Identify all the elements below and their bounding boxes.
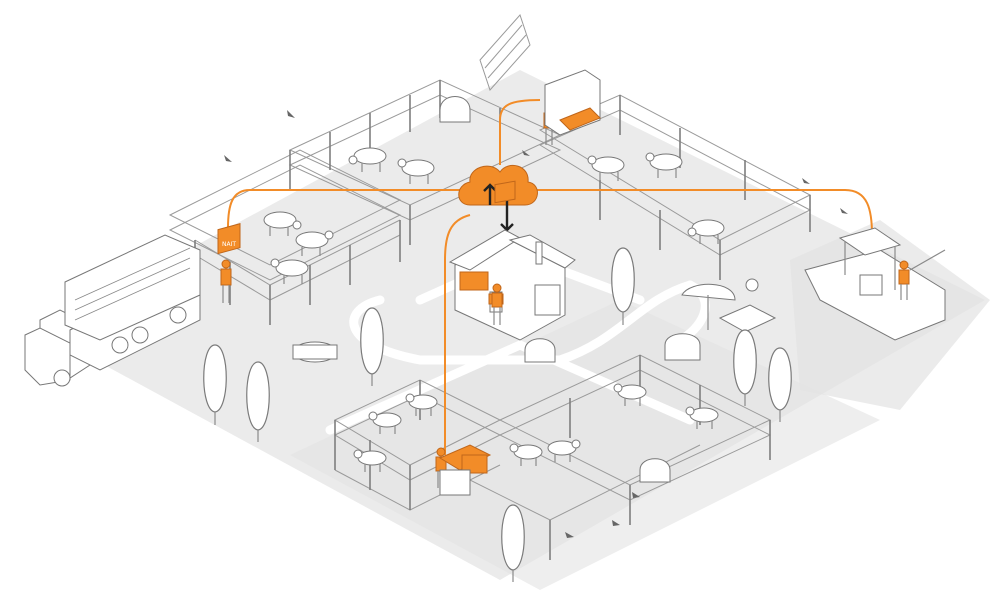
data-links	[227, 99, 873, 455]
cow	[270, 258, 309, 284]
water-trough-side	[292, 344, 338, 360]
cow	[368, 411, 402, 434]
cow	[613, 383, 647, 406]
hay-bales	[439, 96, 701, 483]
cow	[353, 449, 387, 472]
truck	[24, 234, 201, 387]
cow	[295, 230, 334, 256]
boat	[804, 227, 946, 341]
worker-loading	[220, 259, 232, 303]
crush-gate	[544, 69, 601, 136]
cattle	[263, 147, 725, 472]
cow	[685, 406, 719, 429]
worker-office	[491, 283, 503, 325]
cow	[547, 439, 581, 462]
birds	[224, 110, 848, 538]
cow	[509, 443, 543, 466]
cow	[348, 147, 387, 172]
umbrella	[681, 278, 777, 333]
device-screen-label: NAIT	[222, 241, 236, 248]
worker-boat	[898, 260, 910, 300]
tag-reader-icon: NAIT	[217, 223, 241, 255]
cow	[405, 393, 438, 416]
cow	[397, 158, 435, 184]
cow	[587, 155, 625, 181]
scale-terminal-icon	[438, 444, 492, 496]
cow	[687, 219, 725, 244]
trees	[203, 247, 792, 582]
barn	[448, 180, 576, 341]
cow	[645, 152, 683, 178]
cow	[263, 211, 302, 236]
